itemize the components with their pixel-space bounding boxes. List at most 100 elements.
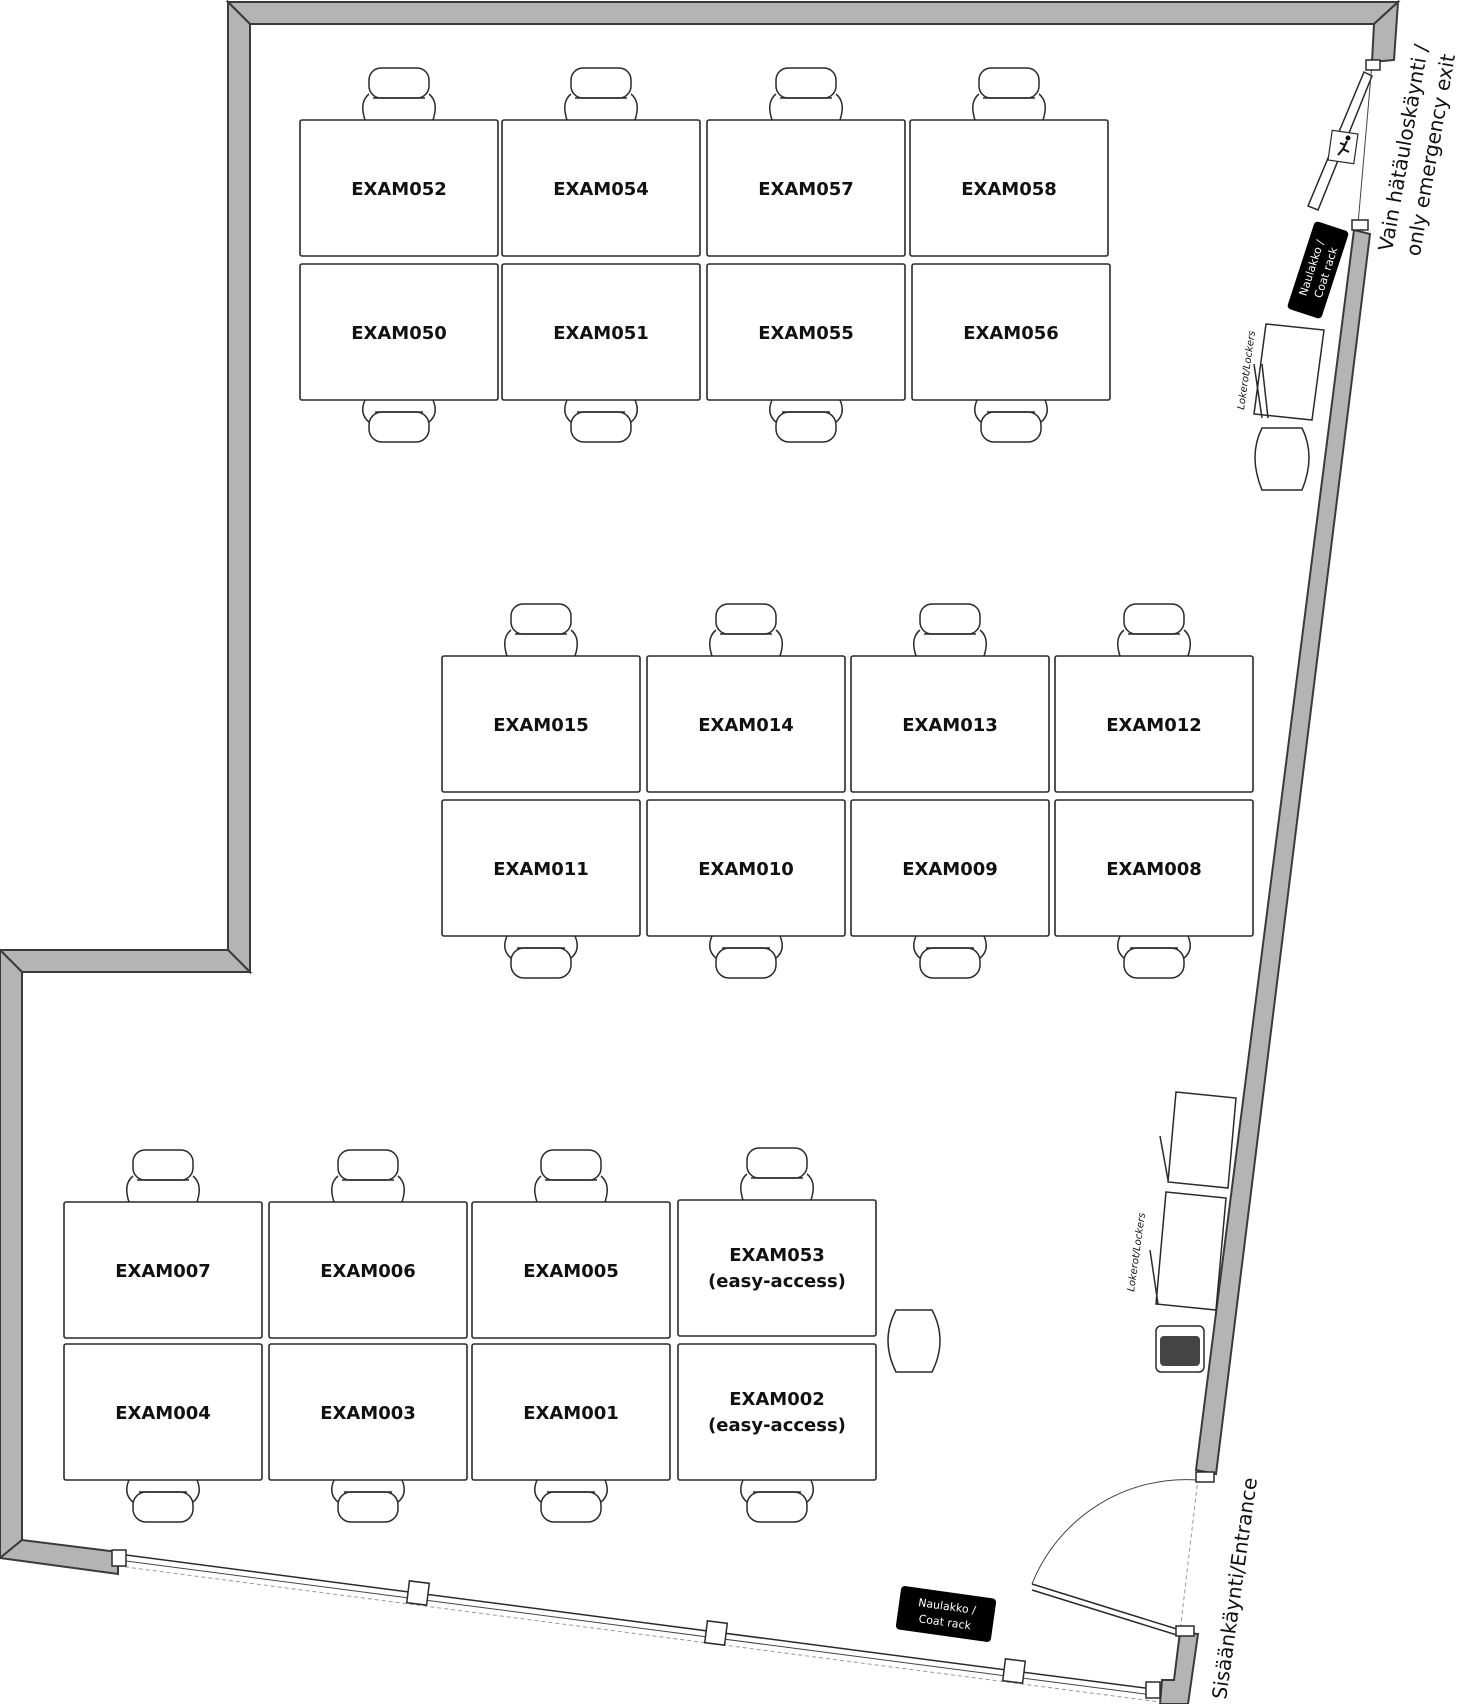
desk-surface	[909, 119, 1109, 257]
desk-surface	[501, 119, 701, 257]
desk-id-label: EXAM056	[963, 323, 1059, 344]
chair	[534, 1149, 608, 1203]
desk-id-label: EXAM005	[523, 1261, 619, 1282]
bottom-left-wall	[0, 1538, 119, 1576]
exam-desk-exam058: EXAM058	[909, 67, 1109, 257]
desk-surface	[63, 1201, 263, 1339]
desk-surface	[677, 1343, 877, 1481]
desk-surface	[299, 263, 499, 401]
desk-id-label: EXAM052	[351, 179, 447, 200]
running-person-exit-icon	[1327, 129, 1359, 165]
exam-desk-exam007: EXAM007	[63, 1149, 263, 1339]
desk-note-label: (easy-access)	[708, 1415, 846, 1436]
desk-id-label: EXAM015	[493, 715, 589, 736]
lockers-top	[1253, 323, 1325, 421]
chair	[564, 399, 638, 443]
chair	[504, 603, 578, 657]
desk-id-label: EXAM002	[729, 1389, 825, 1410]
coat-rack-top: Naulakko / Coat rack	[1287, 221, 1349, 319]
exam-desk-exam056: EXAM056	[911, 263, 1111, 443]
desk-id-label: EXAM013	[902, 715, 998, 736]
chair	[769, 399, 843, 443]
desk-surface	[646, 799, 846, 937]
desk-id-label: EXAM053	[729, 1245, 825, 1266]
chair	[126, 1149, 200, 1203]
desk-id-label: EXAM010	[698, 859, 794, 880]
coat-rack-bottom: Naulakko / Coat rack	[895, 1586, 997, 1642]
desk-id-label: EXAM011	[493, 859, 589, 880]
exam-desk-exam015: EXAM015	[441, 603, 641, 793]
lockers-lower-label: Lokerot/Lockers	[1126, 1212, 1148, 1292]
left-upper-wall	[227, 0, 251, 975]
right-lower-wall	[1158, 1630, 1200, 1704]
exam-desk-exam052: EXAM052	[299, 67, 499, 257]
desk-surface	[706, 119, 906, 257]
step-wall	[0, 949, 253, 973]
chair	[564, 67, 638, 121]
desk-surface	[911, 263, 1111, 401]
desk-id-label: EXAM007	[115, 1261, 211, 1282]
chair	[126, 1479, 200, 1523]
desk-id-label: EXAM003	[320, 1403, 416, 1424]
entrance-door	[1031, 1471, 1215, 1637]
desk-id-label: EXAM057	[758, 179, 854, 200]
chair	[913, 603, 987, 657]
chair	[1117, 935, 1191, 979]
chair	[709, 603, 783, 657]
chair	[331, 1149, 405, 1203]
chair	[362, 399, 436, 443]
exam-desk-exam050: EXAM050	[299, 263, 499, 443]
waste-bin-top	[1254, 427, 1310, 491]
chair	[913, 935, 987, 979]
desk-surface	[706, 263, 906, 401]
chair	[331, 1479, 405, 1523]
desk-surface	[299, 119, 499, 257]
exam-desk-exam006: EXAM006	[268, 1149, 468, 1339]
desk-id-label: EXAM051	[553, 323, 649, 344]
desk-id-label: EXAM058	[961, 179, 1057, 200]
desk-surface	[471, 1343, 671, 1481]
chair	[740, 1479, 814, 1523]
window-wall	[111, 1549, 1161, 1703]
chair	[972, 67, 1046, 121]
exam-desk-exam004: EXAM004	[63, 1343, 263, 1523]
exam-desk-exam012: EXAM012	[1054, 603, 1254, 793]
desk-surface	[441, 655, 641, 793]
chair	[534, 1479, 608, 1523]
exam-desk-exam054: EXAM054	[501, 67, 701, 257]
desk-surface	[1054, 655, 1254, 793]
desk-id-label: EXAM004	[115, 1403, 211, 1424]
desk-surface	[1054, 799, 1254, 937]
desk-id-label: EXAM009	[902, 859, 998, 880]
right-main-wall	[1194, 228, 1372, 1476]
desk-surface	[646, 655, 846, 793]
desk-id-label: EXAM008	[1106, 859, 1202, 880]
desk-id-label: EXAM054	[553, 179, 649, 200]
chair	[740, 1147, 814, 1201]
desk-id-label: EXAM006	[320, 1261, 416, 1282]
coat-rack-icon	[1287, 221, 1349, 319]
left-lower-wall	[0, 948, 23, 1560]
entrance-label: Sisäänkäynti/Entrance	[1207, 1476, 1262, 1701]
desk-id-label: EXAM055	[758, 323, 854, 344]
desk-id-label: EXAM001	[523, 1403, 619, 1424]
exam-desk-exam010: EXAM010	[646, 799, 846, 979]
desk-surface	[268, 1201, 468, 1339]
desk-surface	[441, 799, 641, 937]
lockers-lower	[1149, 1091, 1237, 1311]
chair	[1117, 603, 1191, 657]
desk-surface	[850, 655, 1050, 793]
exam-desk-exam008: EXAM008	[1054, 799, 1254, 979]
chair	[709, 935, 783, 979]
desk-id-label: EXAM012	[1106, 715, 1202, 736]
exam-desk-exam057: EXAM057	[706, 67, 906, 257]
desk-surface	[677, 1199, 877, 1337]
desk-surface	[63, 1343, 263, 1481]
exam-desk-exam014: EXAM014	[646, 603, 846, 793]
chair	[769, 67, 843, 121]
desk-surface	[471, 1201, 671, 1339]
exam-desk-exam013: EXAM013	[850, 603, 1050, 793]
exam-desk-exam002: EXAM002 (easy-access)	[677, 1343, 877, 1523]
